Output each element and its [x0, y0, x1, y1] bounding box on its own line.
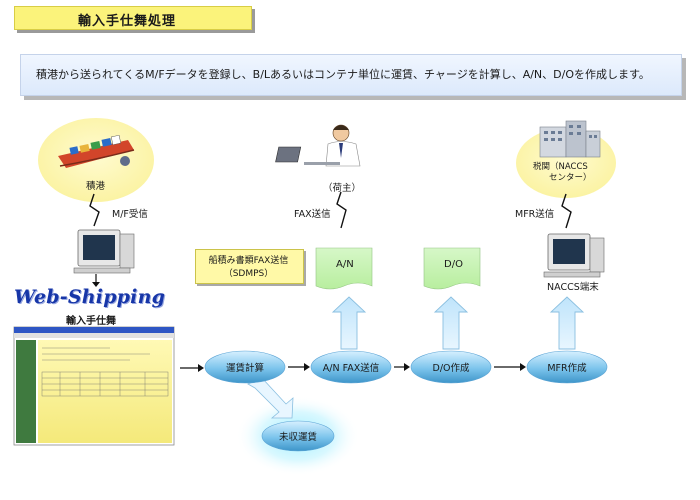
page-title: 輸入手仕舞処理	[78, 14, 177, 29]
mfr-send-label: MFR送信	[515, 209, 555, 220]
process-uncollected-label: 未収運賃	[278, 432, 317, 443]
process-do-create-label: D/O作成	[432, 363, 470, 374]
naccs-terminal-label: NACCS端末	[547, 282, 599, 293]
lightning-customs	[561, 193, 572, 229]
title-banner	[14, 6, 252, 30]
computer-icon-naccs	[543, 233, 605, 278]
document-do-label: D/O	[444, 259, 463, 270]
web-shipping-subtitle: 輸入手仕舞	[66, 316, 116, 327]
description-banner	[20, 54, 682, 96]
process-freight-calc-label: 運賃計算	[225, 363, 264, 374]
process-an-fax	[310, 350, 392, 384]
customs-label-line1: 税関（NACCS	[533, 162, 588, 172]
ship-icon	[58, 134, 135, 168]
sdmps-note-line2: （SDMPS）	[223, 269, 274, 279]
lightning-shipper	[336, 191, 347, 229]
building-icon	[539, 120, 601, 158]
arrow-calc-to-uncollected	[247, 377, 294, 419]
process-do-create	[410, 350, 492, 384]
document-do	[423, 247, 481, 290]
document-an-label: A/N	[336, 259, 354, 270]
browser-screenshot	[13, 326, 175, 446]
process-mfr-create-label: MFR作成	[547, 363, 587, 374]
fax-send-label: FAX送信	[294, 209, 331, 220]
up-arrows	[331, 296, 585, 350]
process-uncollected	[261, 420, 335, 452]
document-an	[315, 247, 373, 290]
shipper-icon	[275, 124, 361, 167]
web-shipping-logo: Web-Shipping	[14, 286, 166, 308]
lightning-port	[89, 193, 100, 227]
process-an-fax-label: A/N FAX送信	[322, 363, 380, 374]
process-freight-calc	[204, 350, 286, 384]
mf-receive-label: M/F受信	[112, 209, 148, 220]
description-text: 積港から送られてくるM/Fデータを登録し、B/Lあるいはコンテナ単位に運賃、チャ…	[36, 68, 650, 81]
sdmps-note	[195, 249, 304, 284]
customs-label-line2: センター）	[549, 173, 592, 183]
process-mfr-create	[526, 350, 608, 384]
shipper-label: （荷主）	[323, 183, 362, 194]
lightning-connectors	[89, 191, 572, 229]
up-arrow-mfr	[549, 296, 585, 350]
up-arrow-do	[433, 296, 469, 350]
up-arrow-an	[331, 296, 367, 350]
computer-icon-left	[73, 229, 135, 274]
sdmps-note-line1: 船積み書類FAX送信	[208, 256, 289, 266]
port-label: 積港	[86, 181, 106, 192]
